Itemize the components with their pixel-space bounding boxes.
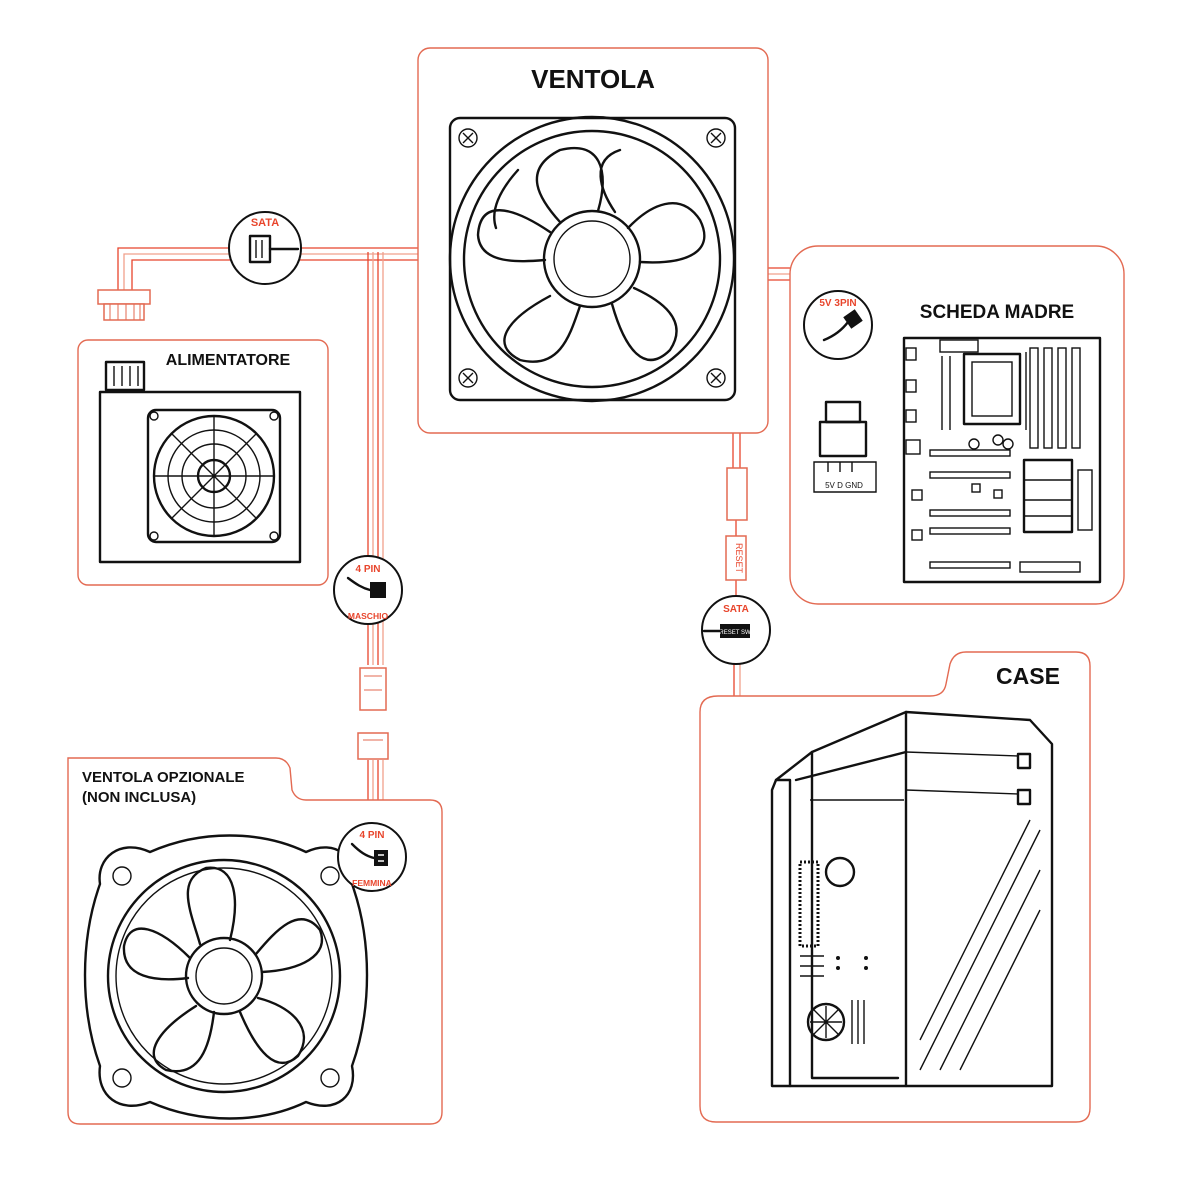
sata-label: SATA — [251, 217, 279, 229]
rgb-3pin-badge: 5V 3PIN — [803, 290, 873, 360]
pin4-male-badge: 4 PIN MASCHIO — [333, 555, 403, 625]
rgb-header-icon: 5V D GND — [813, 400, 877, 493]
sata-case-label: SATA — [723, 604, 749, 615]
psu-panel: ALIMENTATORE — [77, 339, 329, 586]
case-panel: CASE — [699, 651, 1091, 1123]
pin4-female-badge: 4 PIN FEMMINA — [337, 822, 407, 892]
reset-label: RESET — [734, 543, 744, 574]
fan-title: VENTOLA — [531, 64, 655, 94]
optional-fan-panel: VENTOLA OPZIONALE (NON INCLUSA) — [67, 757, 443, 1125]
fan-panel: VENTOLA — [417, 47, 769, 434]
reset-plug-icon: RESET — [725, 467, 748, 581]
sata-connector-badge: SATA — [228, 211, 302, 285]
sata-case-plug-label: RESET SW — [719, 630, 751, 636]
optional-fan-title-1: VENTOLA OPZIONALE — [82, 769, 245, 786]
psu-icon — [98, 360, 302, 564]
pin4-female-bottom-label: FEMMINA — [352, 878, 392, 888]
fan-icon — [448, 115, 737, 403]
pin4-female-top-label: 4 PIN — [359, 830, 384, 841]
pc-case-icon — [770, 710, 1054, 1088]
connector-pair-icon — [357, 667, 389, 760]
pin4-male-top-label: 4 PIN — [355, 564, 380, 575]
optional-fan-icon — [83, 834, 369, 1120]
header-pin-labels: 5V D GND — [825, 481, 863, 490]
pin4-male-bottom-label: MASCHIO — [348, 611, 389, 621]
motherboard-panel: SCHEDA MADRE 5V 3PIN 5V D GND — [789, 245, 1125, 605]
psu-title: ALIMENTATORE — [166, 352, 291, 369]
motherboard-title: SCHEDA MADRE — [920, 302, 1074, 323]
case-title: CASE — [996, 663, 1060, 689]
motherboard-icon — [902, 336, 1102, 584]
sata-case-badge: SATA RESET SW — [701, 595, 771, 665]
psu-sata-plug-icon — [97, 289, 151, 321]
rgb-3pin-label: 5V 3PIN — [819, 298, 856, 309]
optional-fan-title-2: (NON INCLUSA) — [82, 789, 196, 806]
